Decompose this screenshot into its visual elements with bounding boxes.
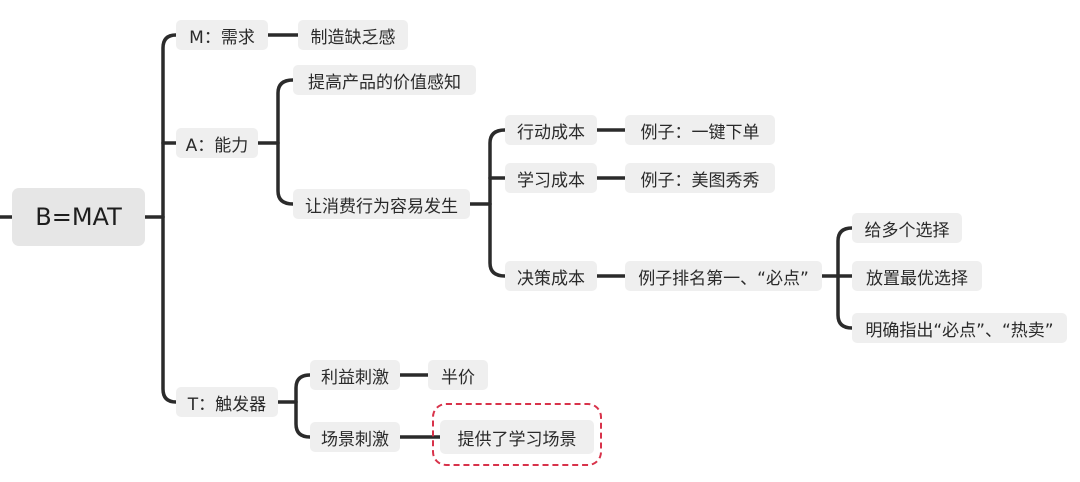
node-decision-option: 明确指出“必点”、“热卖” [852,313,1067,343]
node-decision-option: 给多个选择 [852,213,962,243]
node-m: M：需求 [176,20,268,50]
node-a-ease: 让消费行为容易发生 [293,189,470,219]
node-learning-example: 例子：美图秀秀 [625,163,775,193]
node-benefit-child: 半价 [428,360,488,390]
node-action-example: 例子：一键下单 [625,115,775,145]
node-benefit: 利益刺激 [310,360,400,390]
node-action-cost: 行动成本 [505,115,597,145]
node-a-value: 提高产品的价值感知 [293,65,476,95]
node-a: A：能力 [176,128,258,158]
node-m-child: 制造缺乏感 [298,20,408,50]
node-scene-child: 提供了学习场景 [440,420,594,454]
root-node: B=MAT [12,188,145,246]
node-t: T：触发器 [176,387,278,417]
node-decision-example: 例子排名第一、“必点” [625,261,822,291]
node-scene: 场景刺激 [310,422,400,452]
node-decision-cost: 决策成本 [505,261,597,291]
node-learning-cost: 学习成本 [505,163,597,193]
node-decision-option: 放置最优选择 [852,261,982,291]
highlight-box [432,403,602,466]
